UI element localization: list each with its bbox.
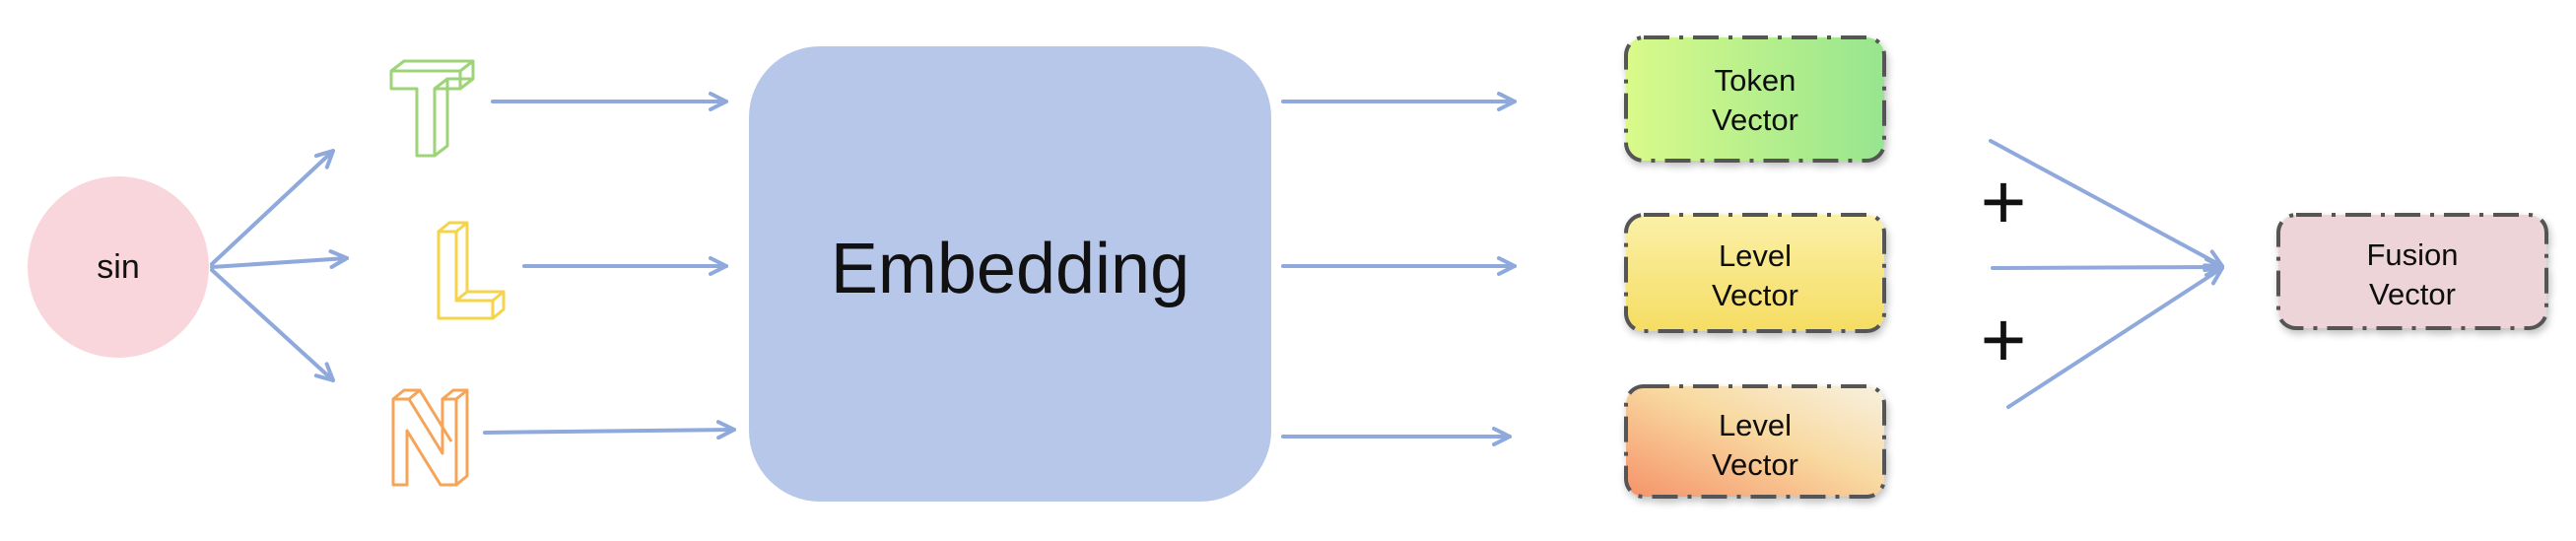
embedding-arrows — [1281, 92, 1517, 446]
arrow-sin-to-t — [210, 149, 335, 266]
arrow-token-to-fusion — [1989, 139, 2224, 268]
embedding-label: Embedding — [831, 230, 1189, 308]
arrow-sin-to-n — [210, 268, 335, 382]
level-vector-1-line1: Level — [1719, 238, 1792, 273]
arrow-level1-to-fusion — [1991, 257, 2224, 278]
input-node: sin — [28, 176, 209, 358]
letter-t-icon — [389, 59, 475, 158]
level-vector-box-2: Level Vector — [1624, 384, 1886, 499]
embedding-block: Embedding — [749, 46, 1271, 502]
letter-n-icon — [391, 388, 469, 487]
letter-l-icon — [437, 221, 506, 320]
arrow-n-to-embedding — [483, 420, 736, 440]
token-vector-line1: Token — [1715, 63, 1796, 98]
fusion-arrows — [1989, 139, 2224, 409]
letter-arrows — [483, 92, 736, 440]
level-vector-box-1: Level Vector — [1624, 213, 1886, 333]
fusion-vector-line2: Vector — [2369, 277, 2456, 311]
arrow-level2-to-fusion — [2006, 266, 2224, 409]
level-vector-2-line2: Vector — [1712, 447, 1798, 482]
fusion-vector-box: Fusion Vector — [2276, 213, 2548, 330]
level-vector-2-line1: Level — [1719, 408, 1792, 442]
token-vector-line2: Vector — [1712, 102, 1798, 137]
level-vector-1-line2: Vector — [1712, 278, 1798, 312]
token-vector-box: Token Vector — [1624, 35, 1886, 163]
fusion-vector-line1: Fusion — [2366, 237, 2458, 272]
input-arrows — [210, 149, 349, 382]
plus-operator-1: + — [1981, 158, 2027, 245]
arrow-sin-to-l — [210, 249, 349, 270]
input-label: sin — [97, 248, 139, 286]
plus-operator-2: + — [1981, 296, 2027, 383]
